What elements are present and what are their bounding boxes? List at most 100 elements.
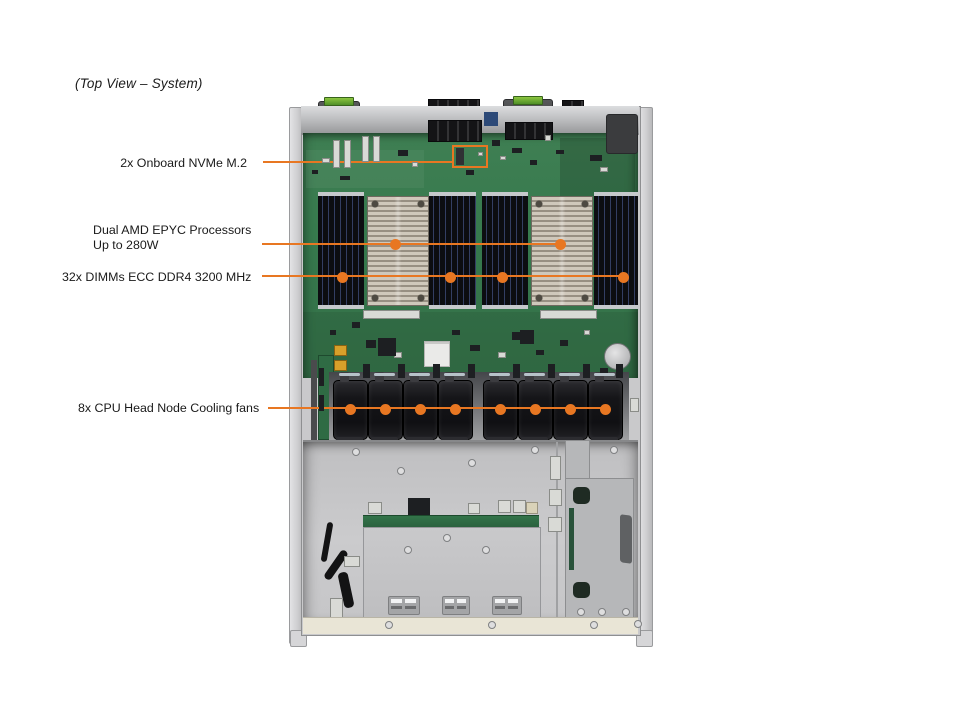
component-dark xyxy=(590,155,602,161)
component-light xyxy=(322,158,330,163)
component-light xyxy=(412,162,418,167)
diagram-title: (Top View – System) xyxy=(75,76,203,91)
leader-line-dimm xyxy=(262,275,624,277)
component-dark xyxy=(352,322,360,328)
dimm-marker-dot xyxy=(444,271,456,283)
screw xyxy=(397,467,405,475)
leader-line-cpu xyxy=(262,243,562,245)
cable-connector xyxy=(344,556,360,567)
component-dark xyxy=(560,340,568,346)
cutout-slot xyxy=(495,606,505,609)
component-light xyxy=(513,500,526,513)
component-light xyxy=(468,503,480,514)
fan-header xyxy=(363,364,370,378)
cpu-marker-dot xyxy=(554,238,566,250)
component-light xyxy=(362,136,369,162)
screw xyxy=(577,608,585,616)
component-dark xyxy=(600,368,608,373)
screw xyxy=(488,621,496,629)
fan-cable xyxy=(489,373,510,376)
regulatory-sticker xyxy=(424,341,450,367)
screw xyxy=(385,621,393,629)
dimm-marker-dot xyxy=(336,271,348,283)
component-dark xyxy=(452,330,460,335)
screw xyxy=(352,448,360,456)
fan-cable xyxy=(374,373,395,376)
fan-marker-dot xyxy=(379,403,391,415)
cutout-slot xyxy=(495,599,505,603)
cutout-slot xyxy=(391,599,402,603)
component-light xyxy=(478,152,483,156)
cpu-marker-dot xyxy=(389,238,401,250)
cutout-slot xyxy=(405,599,416,603)
fan-header xyxy=(433,364,440,378)
fan-header xyxy=(513,364,520,378)
dimm-marker-dot xyxy=(617,271,629,283)
component-dark xyxy=(319,395,324,411)
component-dark xyxy=(512,148,522,153)
riser-guide xyxy=(620,514,632,564)
front-bracket-left xyxy=(330,598,343,618)
callout-label-cpu-line2: Up to 280W xyxy=(93,237,159,252)
cutout-slot xyxy=(457,606,466,609)
screw xyxy=(482,546,490,554)
component-dark xyxy=(312,170,318,174)
screw xyxy=(634,620,642,628)
component-yellow xyxy=(334,345,347,356)
callout-label-fans: 8x CPU Head Node Cooling fans xyxy=(78,401,260,415)
chassis-front-trim xyxy=(303,617,638,634)
component-dark xyxy=(556,150,564,154)
screw xyxy=(404,546,412,554)
dimm-bank-4 xyxy=(594,192,638,309)
component-light xyxy=(363,310,420,319)
component-dark xyxy=(330,330,336,335)
dimm-bank-3 xyxy=(482,192,528,309)
component-dark xyxy=(530,160,537,165)
component-light xyxy=(545,135,551,141)
callout-label-cpu: Dual AMD EPYC Processors Up to 280W xyxy=(93,223,251,252)
component-dark xyxy=(466,170,474,175)
fan-marker-dot xyxy=(529,403,541,415)
fan-marker-dot xyxy=(414,403,426,415)
cutout-slot xyxy=(391,606,402,609)
fan-marker-dot xyxy=(494,403,506,415)
fan-header xyxy=(468,364,475,378)
fan-marker-dot xyxy=(564,403,576,415)
component-light xyxy=(368,502,382,514)
component-dark xyxy=(408,498,430,515)
screw xyxy=(622,608,630,616)
cutout-slot xyxy=(405,606,416,609)
callout-label-nvme: 2x Onboard NVMe M.2 xyxy=(120,156,247,170)
component-yellow xyxy=(334,360,347,371)
fan-cable xyxy=(339,373,360,376)
board-slot-connector-b xyxy=(505,122,553,140)
fan-header xyxy=(583,364,590,378)
callout-box-nvme-m2 xyxy=(452,145,488,168)
riser-cutout-top xyxy=(573,487,590,504)
leader-line-fans xyxy=(268,407,610,409)
dimm-bank-2 xyxy=(429,192,476,309)
riser-pcb-edge xyxy=(569,508,574,570)
screw xyxy=(468,459,476,467)
dimm-bank-1 xyxy=(318,192,364,309)
chassis-divider xyxy=(303,440,638,443)
fan-marker-dot xyxy=(449,403,461,415)
component-light xyxy=(584,330,590,335)
fan-cable xyxy=(524,373,545,376)
component-light xyxy=(549,489,562,506)
component-dark xyxy=(492,140,500,146)
cutout-slot xyxy=(508,599,518,603)
component-light xyxy=(344,140,351,168)
component-light xyxy=(548,517,562,532)
component-beige xyxy=(526,502,538,514)
board-block-right xyxy=(606,114,638,154)
leader-line-nvme xyxy=(263,161,453,163)
component-light xyxy=(333,140,340,168)
screw xyxy=(590,621,598,629)
fan-cable xyxy=(409,373,430,376)
board-slot-connector-a xyxy=(428,120,482,142)
fan-cable xyxy=(444,373,465,376)
component-blue xyxy=(484,112,498,126)
component-dark xyxy=(520,330,534,344)
